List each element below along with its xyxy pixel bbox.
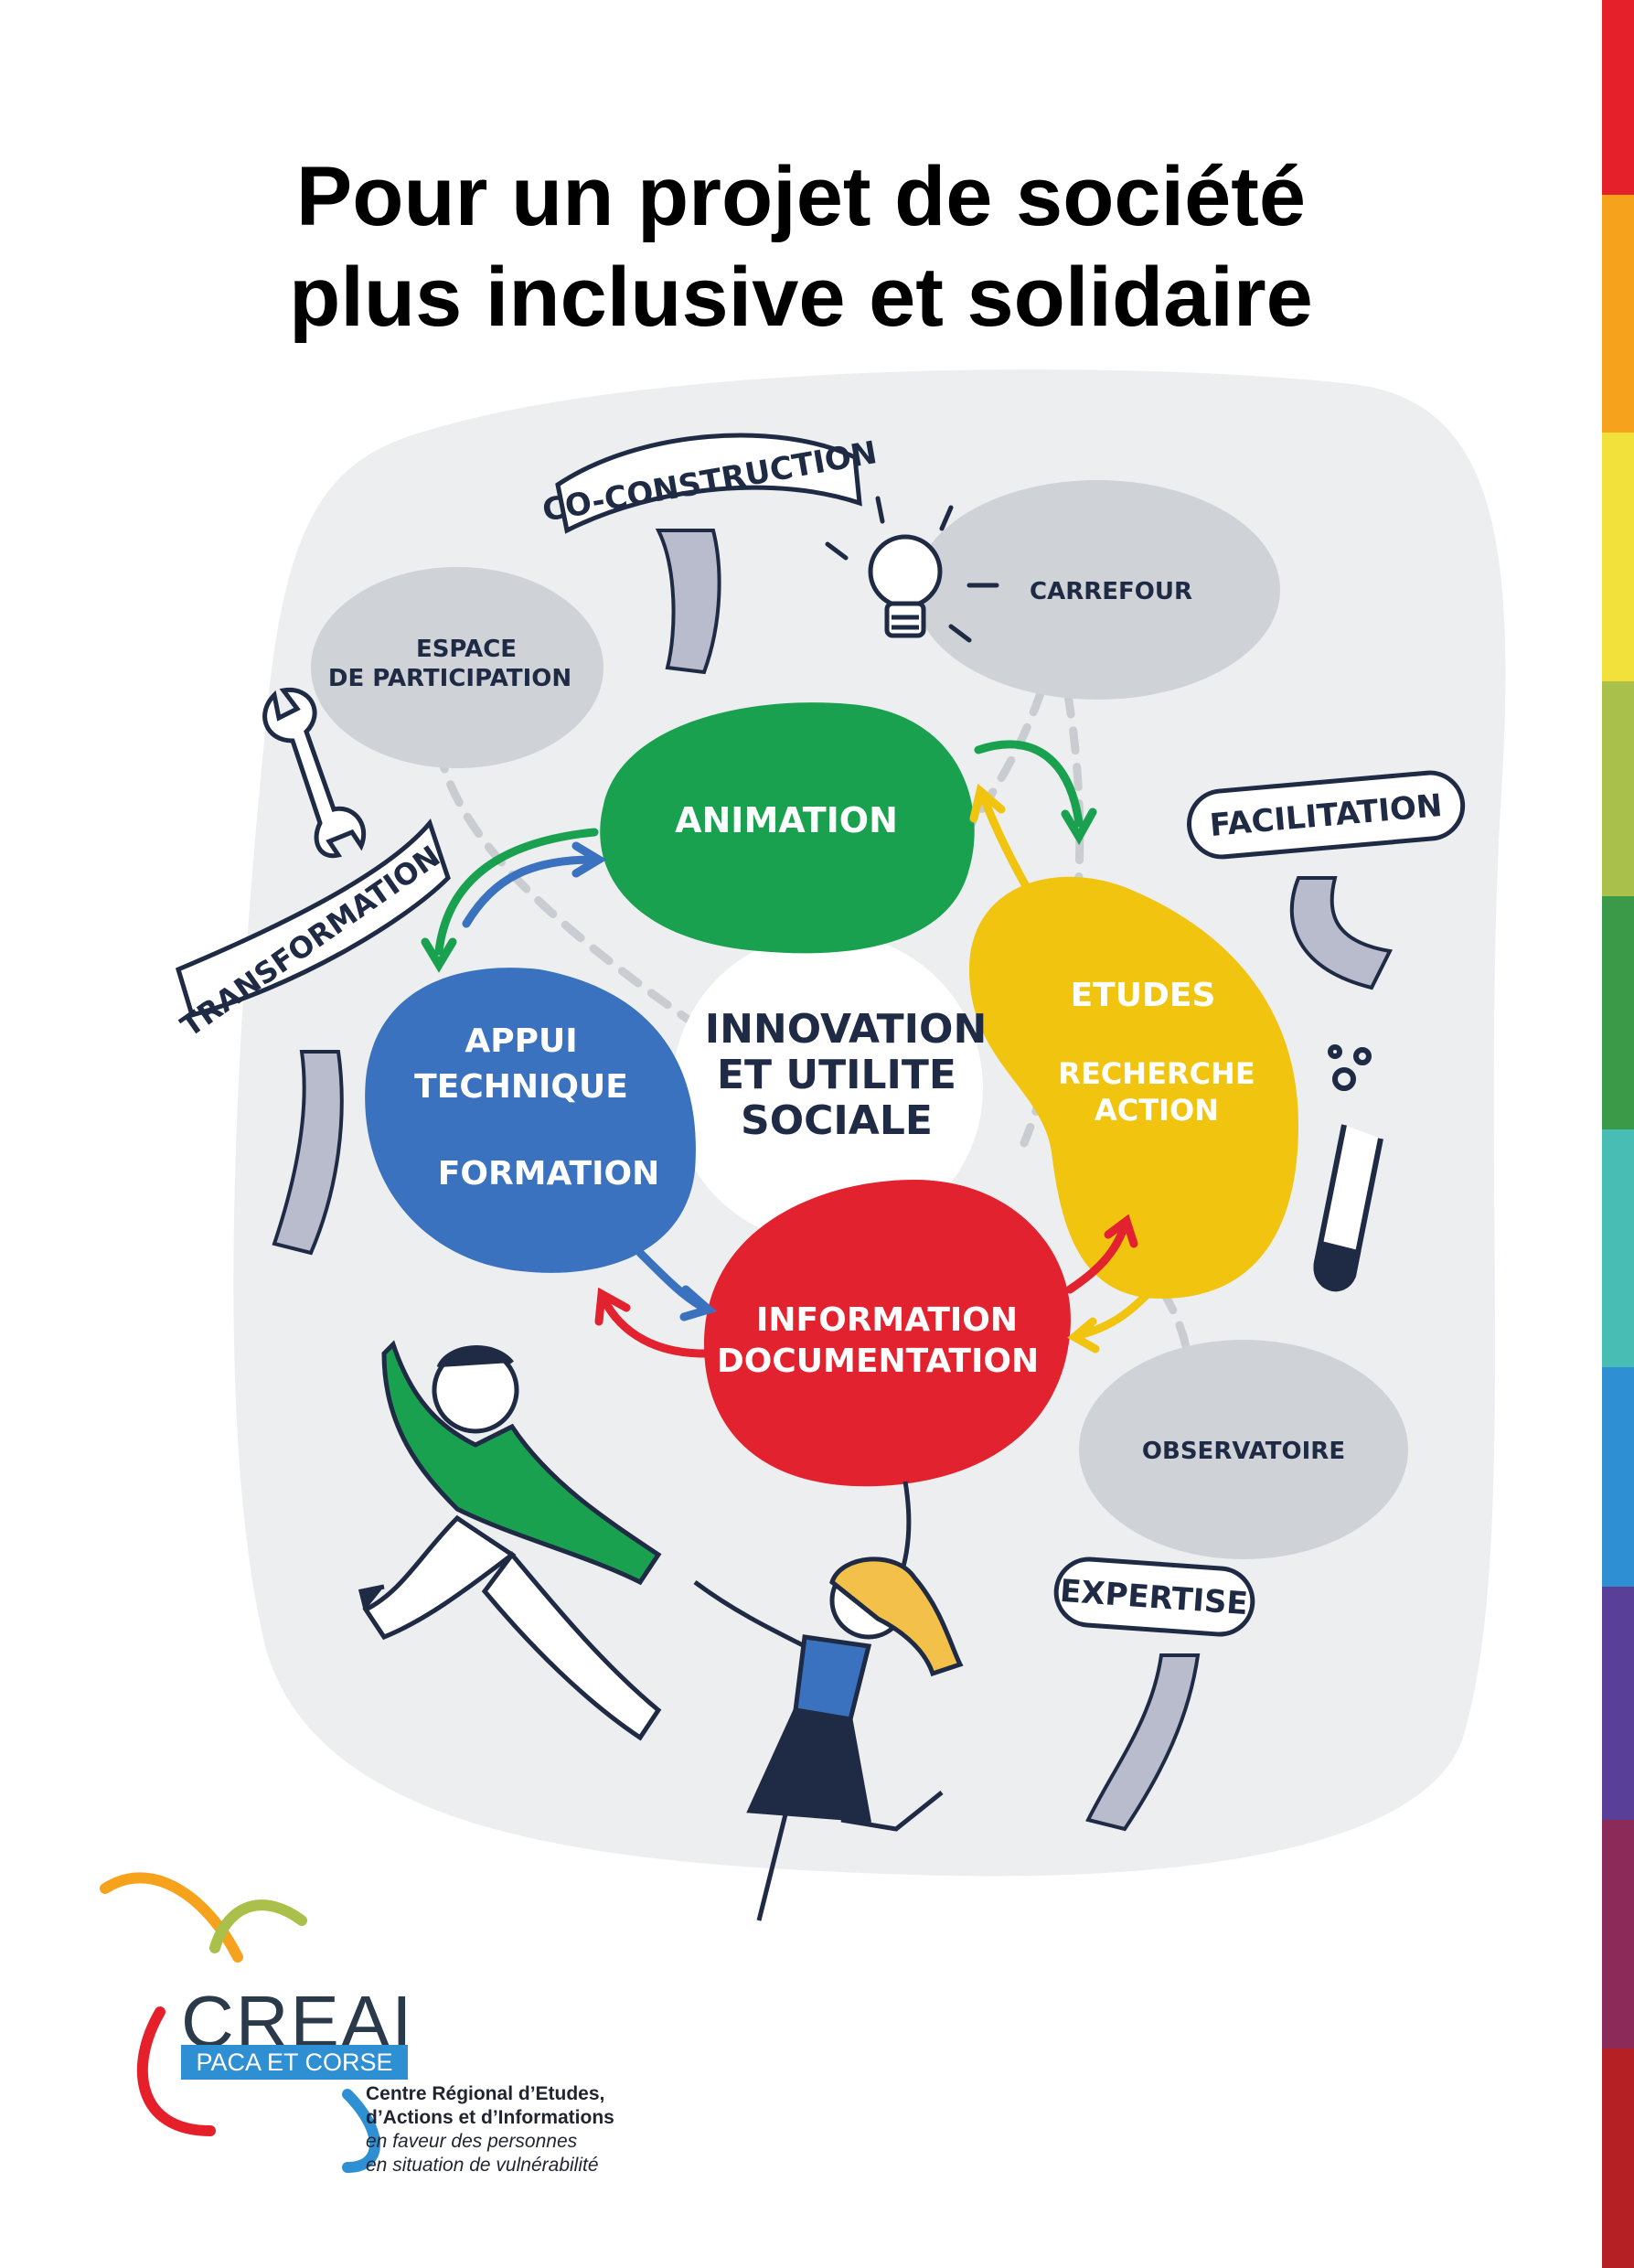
- rainbow-stripe: [1602, 0, 1634, 2268]
- blob-recherche-label-1: RECHERCHE: [1058, 1056, 1255, 1091]
- center-line-1: INNOVATION: [705, 1006, 988, 1053]
- center-line-2: ET UTILITE: [717, 1052, 956, 1098]
- cloud-espace-label-2: DE PARTICIPATION: [328, 665, 571, 692]
- logo-subtitle: Centre Régional d’Etudes, d’Actions et d…: [366, 2082, 677, 2177]
- blob-appui-label-1: APPUI: [465, 1022, 577, 1060]
- logo-line-1: Centre Régional d’Etudes,: [366, 2083, 605, 2104]
- page-title: Pour un projet de société plus inclusive…: [0, 146, 1602, 348]
- banner-expertise: [1053, 1557, 1255, 1637]
- logo-line-2: d’Actions et d’Informations: [366, 2107, 614, 2128]
- center-line-3: SOCIALE: [741, 1097, 933, 1144]
- banner-transformation: [175, 818, 451, 1019]
- blob-formation-label: FORMATION: [438, 1155, 660, 1193]
- cloud-espace: [311, 567, 603, 768]
- blob-etudes-label: ETUDES: [1071, 977, 1216, 1014]
- blob-information: [704, 1180, 1071, 1487]
- cloud-observatoire: [1079, 1340, 1408, 1559]
- blob-etudes: [969, 876, 1298, 1299]
- man-figure: [358, 1340, 662, 1741]
- wrench-icon: [262, 688, 367, 859]
- cloud-carrefour-label: CARREFOUR: [1030, 578, 1192, 605]
- blob-appui-label-2: TECHNIQUE: [414, 1068, 628, 1106]
- creai-logo-mark: [100, 1872, 380, 2173]
- cloud-espace-label-1: ESPACE: [416, 636, 517, 663]
- banner-coconstruction: [555, 433, 862, 534]
- woman-figure: [693, 1481, 964, 1921]
- banner-facilitation: [1187, 770, 1466, 860]
- blob-appui: [365, 968, 696, 1273]
- blob-info-label-2: DOCUMENTATION: [717, 1343, 1039, 1380]
- test-tube-icon: [1313, 1044, 1383, 1292]
- title-line-1: Pour un projet de société: [295, 150, 1307, 243]
- cloud-observatoire-label: OBSERVATOIRE: [1142, 1438, 1345, 1465]
- logo-region-band: PACA ET CORSE: [181, 2045, 408, 2080]
- blob-animation: [600, 702, 975, 954]
- logo-line-3: en faveur des personnes: [366, 2131, 578, 2152]
- lightbulb-icon: [825, 496, 999, 643]
- blob-animation-label: ANIMATION: [675, 800, 898, 840]
- blob-info-label-1: INFORMATION: [756, 1301, 1018, 1339]
- logo-line-4: en situation de vulnérabilité: [366, 2155, 599, 2176]
- blob-recherche-label-2: ACTION: [1095, 1093, 1219, 1128]
- title-line-2: plus inclusive et solidaire: [289, 251, 1313, 344]
- cloud-carrefour: [914, 480, 1280, 700]
